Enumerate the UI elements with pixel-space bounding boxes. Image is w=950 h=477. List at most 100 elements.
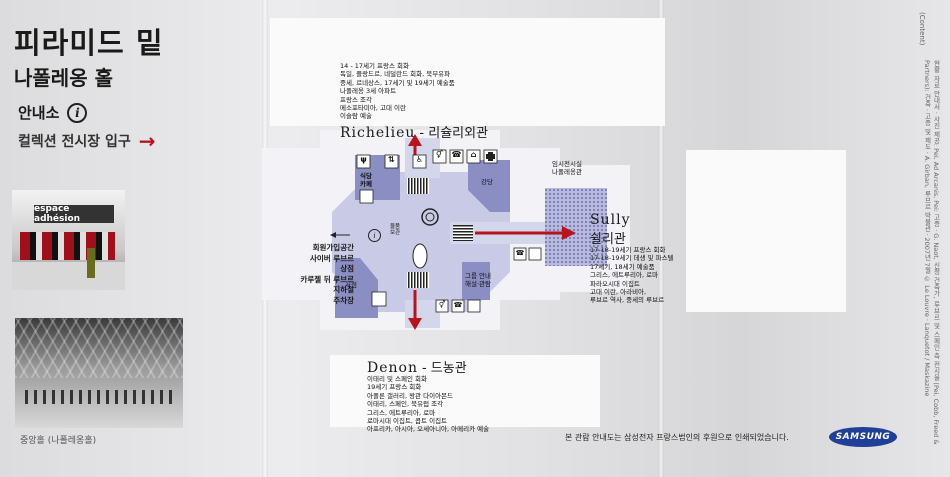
richelieu-ko: - 리슐리외관 [419,126,489,141]
temp-exhibit-line: 나폴레옹관 [552,168,582,176]
map-label: 주차장 [333,295,354,305]
restaurant-icon [356,154,371,169]
sully-ko: 쉴리관 [590,232,626,247]
arrow-to-richelieu-head [408,134,422,146]
spiral-staircase-inner [425,212,435,222]
temp-exhibit-label: 임시전시실 나폴레옹관 [540,160,594,176]
map-label: 상점 [340,264,354,273]
list-item: 17-18-19세기 프랑스 회화 [590,246,666,254]
sully-fr: Sully [590,212,631,228]
temp-exhibit-line: 임시전시실 [552,160,582,168]
adhesion-sign: espace adhésion [34,204,114,224]
group-info-line: 그룹 안내 [465,272,491,280]
phone-glyph: ☎ [451,150,462,159]
sully-courtyard-zone [686,150,846,312]
central-elevator-icon [412,243,428,269]
denon-corridor [405,300,440,328]
exit-arrow-head [330,232,336,238]
cafe-icon [359,189,374,204]
richelieu-list: 14 - 17세기 프랑스 회화 독일, 플랑드르, 네덜란드 회화, 북부유파… [340,62,455,121]
sully-list: 17-18-19세기 프랑스 회화 17-18-19세기 데생 및 파스텔 17… [590,246,674,305]
content-tag: (Content) [918,12,926,46]
accessibility-glyph: ♿ [415,155,424,164]
list-item: 프랑스 조각 [340,95,372,104]
info-desk-label: 안내소 [18,104,60,122]
dining-label: 식당 카페 [352,172,380,188]
escalator-sully [453,225,473,241]
upper-gallery-zone [270,18,665,126]
info-desk-legend: 안내소 i [18,102,88,123]
accessibility-icon [412,154,427,169]
bookstore-label: 서점 [345,281,357,289]
photo-shelf [20,232,115,260]
list-item: 독일, 플랑드르, 네덜란드 회화, 북부유파 [340,70,451,79]
list-item: 그리스, 에트루리아, 로마 [367,408,436,417]
list-item: 이태리 및 스페인 회화 [367,375,428,383]
spiral-staircase-icon [421,208,439,226]
richelieu-fr: Richelieu [340,125,416,141]
collection-entry-legend: 컬렉션 전시장 입구 → [18,129,156,153]
restroom-icon [432,149,447,164]
photo-floor [12,262,125,290]
restroom-glyph: ⚥ [435,150,444,159]
list-item: 로마시대 이집트, 콥트 이집트 [367,417,448,426]
arrow-to-denon-head [408,318,422,330]
list-item: 이태리, 스페인, 북유럽 조각 [367,400,444,409]
map-label: 지하철 [333,285,354,294]
arrow-to-sully-head [562,226,576,240]
phone-right-glyph: ☎ [515,249,525,257]
list-item: 14 - 17세기 프랑스 회화 [340,62,410,70]
list-item: 이슬람 예술 [340,112,372,121]
info-icon: i [67,102,88,123]
lower-gallery-zone [330,355,600,427]
cloakroom-bottom-icon [467,299,481,313]
napoleon-hall-photo [15,318,183,428]
credits-text: 현황 자료 안내서 · 사진 제공: Pei, Ad Arcanis, Pei:… [923,60,940,445]
restroom-bottom-icon [435,299,449,313]
auditorium-room [468,160,510,212]
list-item: 루브르 역사, 중세의 루브르 [590,296,665,305]
denon-ko: - 드농관 [421,361,467,376]
sully-heading: Sully 쉴리관 [590,212,630,247]
red-arrow-icon: → [138,129,156,153]
list-item: 파라오시대 이집트 [590,279,640,288]
elevator-glyph: ⇅ [388,155,395,164]
restroom-bottom-glyph: ⚥ [438,301,446,309]
page-subtitle: 나폴레옹 홀 [14,66,113,90]
samsung-logo: SAMSUNG [829,427,897,447]
temporary-exhibition-area [545,188,607,266]
wardrobe-label: 물품 보관 [386,224,404,236]
adhesion-space-photo: espace adhésion [12,190,125,290]
page-title: 피라미드 밑 [14,26,164,60]
escalator-richelieu [407,178,429,194]
cloakroom-icon [466,149,481,164]
phone-bottom-glyph: ☎ [453,301,463,309]
elevator-icon [384,154,399,169]
ticket-icon [528,247,542,261]
map-label: 카루젤 뒤 루브르 [300,274,354,284]
photo-person [87,248,95,278]
group-info-room [462,262,490,300]
list-item: 그리스, 에트루리아, 로마 [590,271,659,280]
map-label: 사이버 루브르 [309,253,354,263]
list-item: 아프리카, 아시아, 오세아니아, 아메리카 예술 [367,425,490,434]
photo-crowd [25,390,175,404]
group-info-line: 해설·관람 [465,280,491,288]
map-label: 회원가입공간 [312,243,354,252]
atm-icon [371,291,387,307]
list-item: 고대 이란, 아라비아, [590,288,647,297]
photo-caption: 중앙홀 (나폴레옹홀) [20,436,97,446]
escalator-denon [407,272,429,288]
list-item: 아폴론 갤러리, 왕관 다이아몬드 [367,391,454,400]
left-service-labels: 회원가입공간 사이버 루브르 상점 카루젤 뒤 루브르 지하철 주차장 [270,243,354,306]
list-item: 나폴레옹 3세 아파트 [340,87,397,96]
wardrobe-line: 물품 [389,224,401,230]
wardrobe-line: 보관 [389,230,401,236]
list-item: 19세기 프랑스 회화 [367,383,422,392]
richelieu-heading: Richelieu - 리슐리외관 [340,122,488,141]
list-item: 메소포타미아, 고대 이란 [340,104,406,113]
denon-fr: Denon [367,360,418,376]
first-aid-cross-h [486,154,495,159]
sponsor-text: 본 관람 안내도는 삼성전자 프랑스법인의 후원으로 인쇄되었습니다. [565,433,789,442]
cloakroom-glyph: ⌂ [470,150,477,159]
